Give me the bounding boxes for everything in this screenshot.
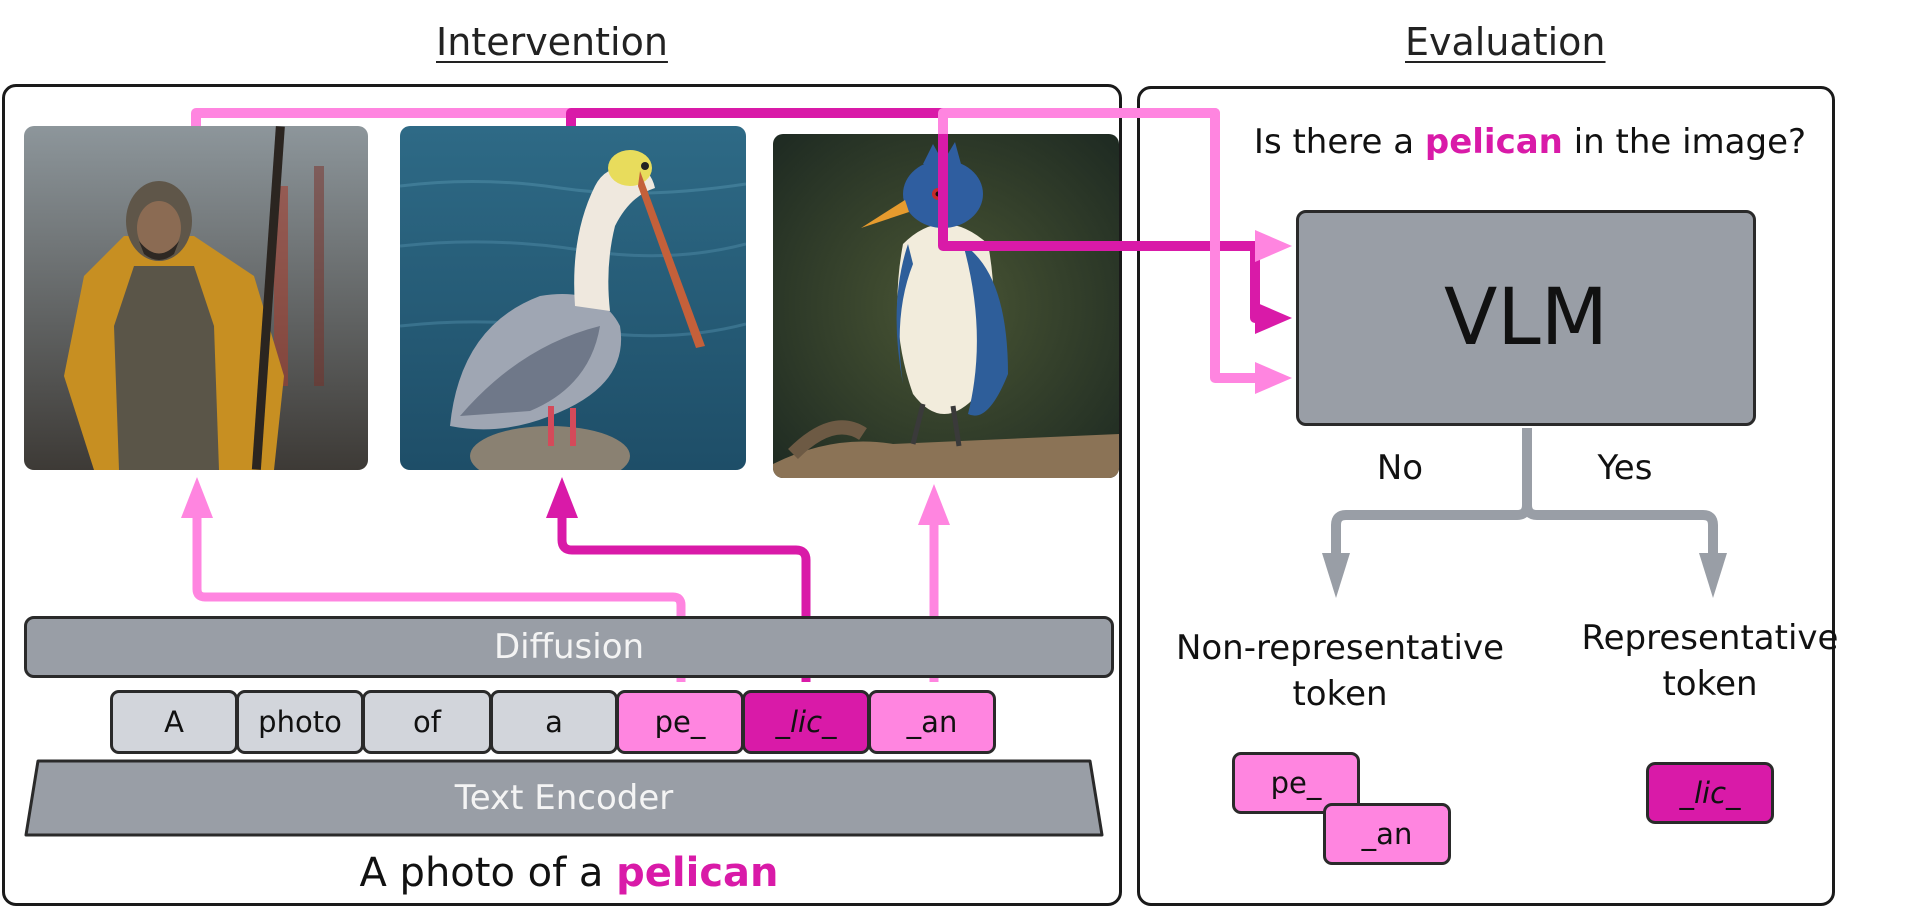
prompt-highlight: pelican	[616, 850, 779, 896]
vlm-box: VLM	[1296, 210, 1756, 426]
image-man	[24, 126, 368, 470]
answer-no: No	[1376, 448, 1424, 488]
vlm-input-arrow-1	[1255, 230, 1292, 262]
representative-label: Representative token	[1581, 618, 1839, 704]
text-encoder-shape	[24, 759, 1104, 837]
vlm-question: Is there a pelican in the image?	[1253, 122, 1807, 162]
prompt-text: A photo of a pelican	[24, 850, 1114, 896]
up-arrow-image-3	[918, 484, 950, 525]
up-arrow-image-2	[546, 477, 578, 518]
diffusion-bar: Diffusion	[24, 616, 1114, 678]
evaluation-panel	[1137, 86, 1835, 906]
vlm-input-arrow-3	[1255, 362, 1292, 394]
token-pe: pe_	[616, 690, 744, 754]
result-token-an: _an	[1323, 803, 1451, 865]
token-of: of	[362, 690, 492, 754]
vlm-input-arrow-2	[1255, 302, 1292, 334]
token-a: a	[490, 690, 618, 754]
token-an: _an	[868, 690, 996, 754]
non-representative-label: Non-representative token	[1175, 628, 1505, 714]
evaluation-title: Evaluation	[1405, 20, 1606, 64]
vlm-label: VLM	[1443, 273, 1609, 363]
up-arrow-image-1	[181, 477, 213, 518]
no-branch-arrow	[1322, 553, 1350, 598]
pelican-illustration	[400, 126, 746, 470]
token-a-cap: A	[110, 690, 238, 754]
result-token-lic: _lic_	[1646, 762, 1774, 824]
diffusion-label: Diffusion	[493, 627, 645, 667]
intervention-panel	[2, 84, 1122, 906]
question-highlight: pelican	[1424, 122, 1563, 162]
prompt-prefix: A photo of a	[359, 850, 617, 896]
answer-yes: Yes	[1597, 448, 1653, 488]
text-encoder-label: Text Encoder	[454, 778, 674, 818]
intervention-title: Intervention	[436, 20, 668, 64]
man-illustration	[24, 126, 368, 470]
token-photo: photo	[236, 690, 364, 754]
image-pelican	[400, 126, 746, 470]
token-lic: _lic_	[742, 690, 870, 754]
yes-branch-arrow	[1699, 553, 1727, 598]
